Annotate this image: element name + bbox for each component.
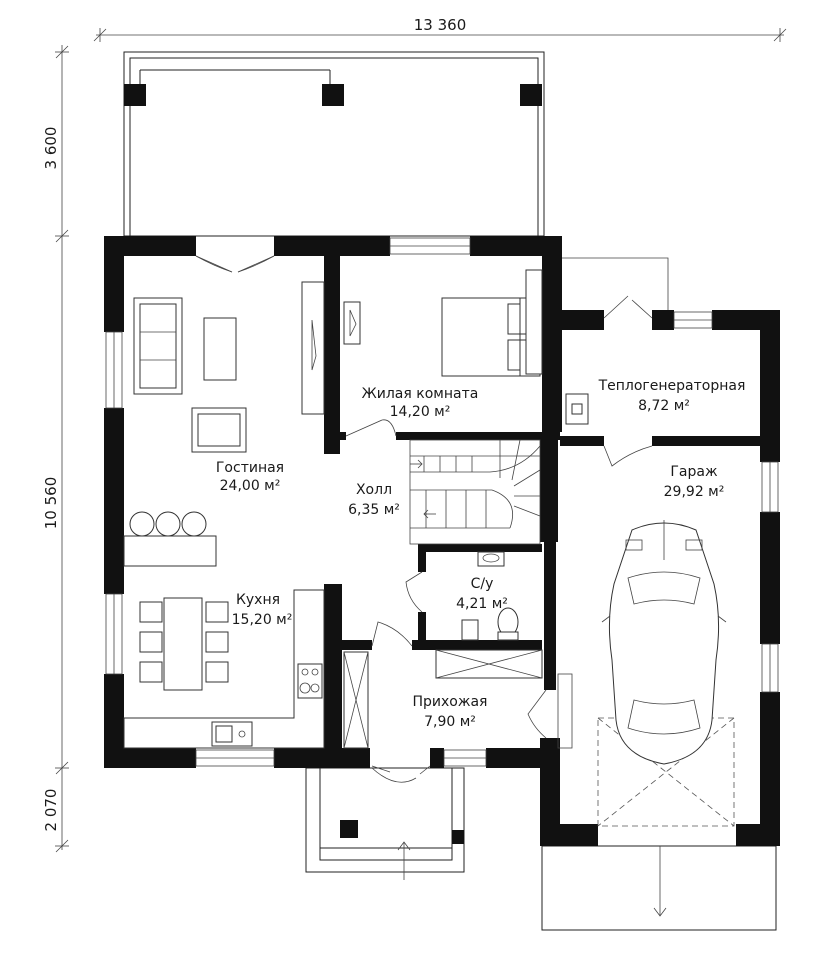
bedroom-furniture — [343, 269, 543, 377]
boiler-equipment — [556, 393, 589, 425]
bidet — [461, 619, 479, 641]
left-dimension: 3 600 10 560 2 070 — [42, 45, 69, 853]
doors — [195, 255, 653, 783]
room-labels: Гостиная 24,00 м² Жилая комната 14,20 м²… — [216, 378, 746, 730]
kitchen-counter — [123, 589, 325, 749]
left-middle-dimension-label: 10 560 — [42, 477, 60, 530]
bar-counter — [123, 535, 217, 567]
entrance-porch — [305, 767, 465, 880]
top-terrace — [123, 51, 545, 237]
windows — [105, 237, 779, 767]
boiler-room-name: Теплогенераторная — [598, 378, 746, 394]
entry-area: 7,90 м² — [424, 714, 476, 730]
hall-area: 6,35 м² — [348, 502, 400, 518]
hall-name: Холл — [356, 482, 392, 498]
bed — [441, 297, 521, 377]
bathroom-name: С/у — [471, 576, 494, 592]
garage-area: 29,92 м² — [664, 484, 725, 500]
garage-name: Гараж — [670, 464, 718, 480]
bedroom-name: Жилая комната — [362, 386, 479, 402]
coffee-table — [203, 317, 237, 381]
top-dimension-label: 13 360 — [414, 16, 467, 34]
desk — [343, 301, 361, 345]
living-room-name: Гостиная — [216, 460, 284, 476]
bedroom-area: 14,20 м² — [390, 404, 451, 420]
entry-wardrobe — [343, 649, 543, 749]
staircase — [409, 439, 541, 545]
living-room-area: 24,00 м² — [220, 478, 281, 494]
boiler-room-area: 8,72 м² — [638, 398, 690, 414]
tv-stand — [301, 281, 325, 415]
kitchen-furniture — [123, 589, 325, 749]
garage-apron — [541, 845, 777, 931]
living-room-furniture — [123, 281, 325, 567]
boiler-canopy — [558, 257, 669, 310]
left-top-dimension-label: 3 600 — [42, 127, 60, 170]
dining-table — [163, 597, 203, 691]
car — [597, 520, 735, 827]
bathroom-fixtures — [461, 551, 519, 641]
top-dimension: 13 360 — [93, 16, 787, 42]
exterior-walls — [104, 236, 780, 846]
left-bottom-dimension-label: 2 070 — [42, 789, 60, 832]
kitchen-area: 15,20 м² — [232, 612, 293, 628]
entry-name: Прихожая — [413, 694, 488, 710]
bathroom-area: 4,21 м² — [456, 596, 508, 612]
interior-walls — [324, 256, 760, 748]
kitchen-name: Кухня — [236, 592, 280, 608]
cooktop — [297, 663, 323, 699]
